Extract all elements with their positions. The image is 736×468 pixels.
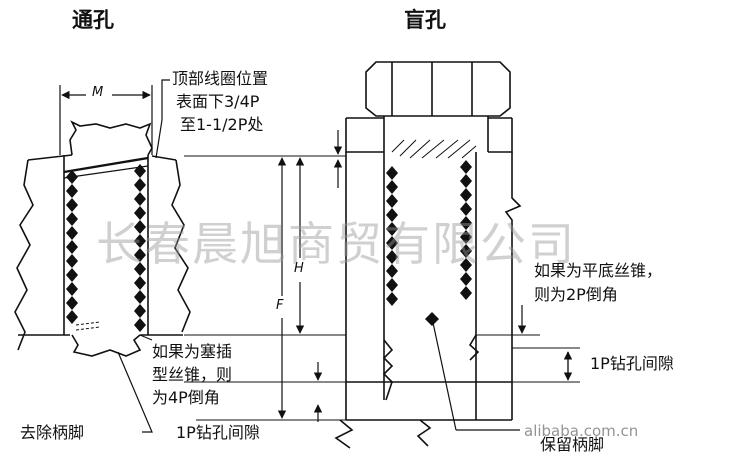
top-coil-note-2: 表面下3/4P [176,92,260,111]
dimension-m: M [92,85,104,100]
plug-tap-note-1: 如果为塞插 [152,342,233,361]
blind-hole-coils-left [386,166,398,306]
right-side-arrows [431,305,573,431]
remove-tang-label: 去除柄脚 [20,423,85,442]
m-dimension [59,85,153,155]
through-left-wall [14,159,34,351]
drill-clearance-right: 1P钻孔间隙 [590,354,674,373]
reference-lines [184,155,580,421]
through-hole-coils-right [134,164,146,332]
plug-tap-note-2: 型丝锥，则 [152,365,233,384]
keep-tang-label: 保留柄脚 [540,435,605,454]
top-coil-note-3: 至1-1/2P处 [180,115,264,134]
through-hole-drawing [14,120,191,357]
plug-tap-note-3: 为4P倒角 [152,388,220,407]
flat-tap-note-1: 如果为平底丝锥， [534,261,663,280]
blind-hole-title: 盲孔 [404,8,446,32]
through-right-wall [171,159,191,333]
through-hole-coils-left [66,170,78,324]
through-tap-shank [69,120,153,156]
dimension-f: F [276,298,284,313]
blind-hole-coils-right [425,160,472,326]
watermark-company: 长春晨旭商贸有限公司 [96,217,576,271]
flat-tap-note-2: 则为2P倒角 [534,285,618,304]
dimension-h: H [294,261,304,276]
drill-clearance-bottom: 1P钻孔间隙 [176,423,260,442]
through-hole-leaders [117,79,170,433]
h-f-dimensions [277,130,343,422]
through-hole-title: 通孔 [72,8,114,32]
blind-hole-drawing [334,61,522,449]
bolt-head [365,61,511,117]
watermark-site: alibaba.com.cn [524,422,639,440]
top-coil-note-1: 顶部线圈位置 [172,69,269,88]
